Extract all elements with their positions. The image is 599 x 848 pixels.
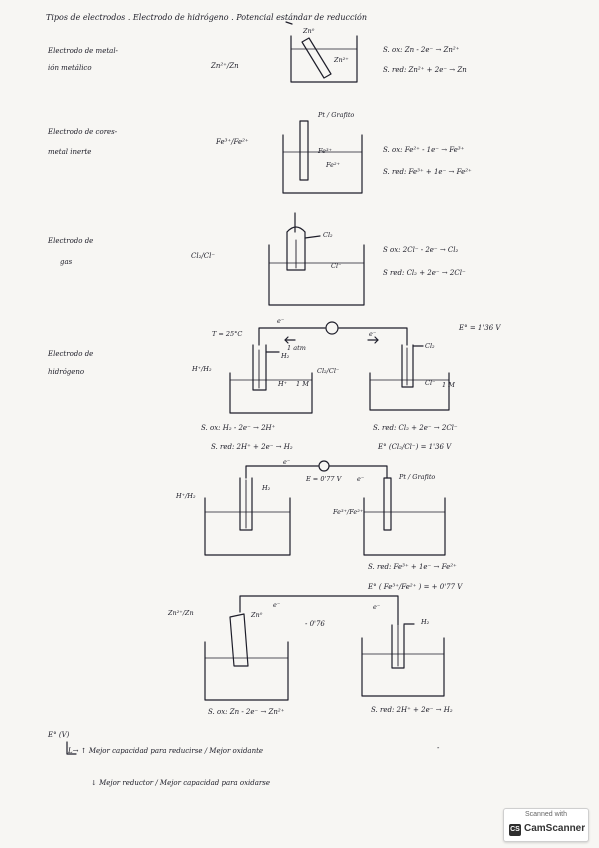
- zn-rod-label-cell: Zn⁰: [251, 611, 263, 619]
- cl2-gas-label-cell: Cl₂: [425, 342, 435, 350]
- redox-pair-cl: Cl₂/Cl⁻: [191, 252, 216, 260]
- redox-pair-zn-cell: Zn²⁺/Zn: [168, 609, 194, 617]
- half-reaction-red-h: S. red: 2H⁺ + 2e⁻ → H₂: [211, 443, 293, 451]
- half-reaction-ox-zn-cell: S. ox: Zn - 2e⁻ → Zn²⁺: [208, 708, 285, 716]
- cell-voltage-fe: E = 0'77 V: [306, 475, 342, 483]
- pt-grafito-label: Pt / Grafito: [318, 111, 355, 119]
- half-reaction-ox-fe: S. ox: Fe²⁺ - 1e⁻ → Fe³⁺: [383, 146, 465, 154]
- electron-label-zn-left: e⁻: [273, 601, 281, 609]
- h2-gas-label-fe-cell: H₂: [262, 484, 271, 492]
- h-ion-label: H⁺: [278, 380, 288, 388]
- summary-bracket: [66, 741, 77, 755]
- redox-pair-cl-cell: Cl₂/Cl⁻: [317, 367, 340, 375]
- summary-dash: -: [437, 744, 440, 752]
- half-reaction-red-zn: S. red: Zn²⁺ + 2e⁻ → Zn: [383, 66, 467, 74]
- half-reaction-red-cl: S red: Cl₂ + 2e⁻ → 2Cl⁻: [383, 269, 466, 277]
- h2-gas-label-zn-cell: H₂: [421, 618, 430, 626]
- electron-label-fe-right: e⁻: [357, 475, 365, 483]
- fe3-ion-label: Fe³⁺: [318, 147, 333, 155]
- electron-label-zn-right: e⁻: [373, 603, 381, 611]
- half-reaction-red-cl-cell: S. red: Cl₂ + 2e⁻ → 2Cl⁻: [373, 424, 458, 432]
- electron-label-left: e⁻: [277, 317, 285, 325]
- section-label-hydrogen-line1: Electrodo de: [48, 350, 94, 358]
- standard-potential-cl: E° (Cl₂/Cl⁻) = 1'36 V: [378, 443, 452, 451]
- standard-potential-fe: E° ( Fe³⁺/Fe²⁺ ) = + 0'77 V: [368, 583, 463, 591]
- section-label-gas-line1: Electrodo de: [48, 237, 94, 245]
- temperature-label: T = 25°C: [212, 330, 243, 338]
- redox-pair-fe-cell: Fe³⁺/Fe²⁺: [333, 508, 364, 516]
- cl-ion-label-cell: Cl⁻: [425, 379, 436, 387]
- zn-rod-label: Zn⁰: [303, 27, 315, 35]
- redox-pair-zn: Zn²⁺/Zn: [211, 62, 239, 70]
- summary-line-reductor: ↓ Mejor reductor / Mejor capacidad para …: [91, 779, 271, 787]
- half-reaction-red-h-cell: S. red: 2H⁺ + 2e⁻ → H₂: [371, 706, 453, 714]
- section-label-metal-ion-line1: Electrodo de metal-: [48, 47, 118, 55]
- section-label-hydrogen-line2: hidrógeno: [48, 368, 85, 376]
- zn-ion-label: Zn²⁺: [334, 56, 349, 64]
- cell-voltage-zn: - 0'76: [305, 620, 325, 628]
- electron-label-fe-left: e⁻: [283, 458, 291, 466]
- pt-grafito-label-cell: Pt / Grafito: [399, 473, 436, 481]
- summary-e0-label: E° (V): [48, 731, 70, 739]
- section-label-metal-ion-line2: ión metálico: [48, 64, 92, 72]
- half-reaction-red-fe-cell: S. red: Fe³⁺ + 1e⁻ → Fe²⁺: [368, 563, 457, 571]
- beaker-gas-electrode: [268, 212, 365, 306]
- watermark-brand: CamScanner: [524, 823, 586, 834]
- cell-zinc-hydrogen: [204, 595, 445, 701]
- camscanner-watermark: Scanned with CS CamScanner: [503, 808, 589, 842]
- section-label-redox-line2: metal inerte: [48, 148, 92, 156]
- summary-line-oxidant: L→ ↑ Mejor capacidad para reducirse / Me…: [68, 747, 264, 755]
- half-reaction-ox-zn: S. ox: Zn - 2e⁻ → Zn²⁺: [383, 46, 460, 54]
- half-reaction-red-fe: S. red: Fe³⁺ + 1e⁻ → Fe²⁺: [383, 168, 472, 176]
- section-label-redox-line1: Electrodo de cores-: [48, 128, 118, 136]
- fe2-ion-label: Fe²⁺: [326, 161, 341, 169]
- cl-ion-label: Cl⁻: [331, 262, 342, 270]
- beaker-zn-electrode: [290, 35, 358, 83]
- redox-pair-h: H⁺/H₂: [192, 365, 212, 373]
- concentration-right: 1 M: [442, 381, 455, 389]
- redox-pair-fe: Fe³⁺/Fe²⁺: [216, 138, 249, 146]
- watermark-caption: Scanned with: [524, 811, 568, 818]
- redox-pair-h-fe-cell: H⁺/H₂: [176, 492, 196, 500]
- camscanner-logo-icon: CS: [509, 824, 521, 836]
- cell-hydrogen-chlorine: [229, 321, 450, 414]
- standard-potential-cell: E° = 1'36 V: [459, 324, 501, 332]
- electron-label-right: e⁻: [369, 330, 377, 338]
- section-label-gas-line2: gas: [60, 258, 73, 266]
- pressure-label: 1 atm: [287, 344, 306, 352]
- title-underline: [285, 21, 293, 25]
- cl2-gas-label: Cl₂: [323, 231, 333, 239]
- half-reaction-ox-h: S. ox: H₂ - 2e⁻ → 2H⁺: [201, 424, 276, 432]
- page-title: Tipos de electrodos . Electrodo de hidró…: [46, 13, 368, 22]
- half-reaction-ox-cl: S ox: 2Cl⁻ - 2e⁻ → Cl₂: [383, 246, 459, 254]
- h2-gas-label: H₂: [281, 352, 290, 360]
- concentration-left: 1 M: [296, 380, 309, 388]
- cell-hydrogen-iron: [204, 460, 446, 556]
- beaker-pt-electrode: [282, 120, 363, 194]
